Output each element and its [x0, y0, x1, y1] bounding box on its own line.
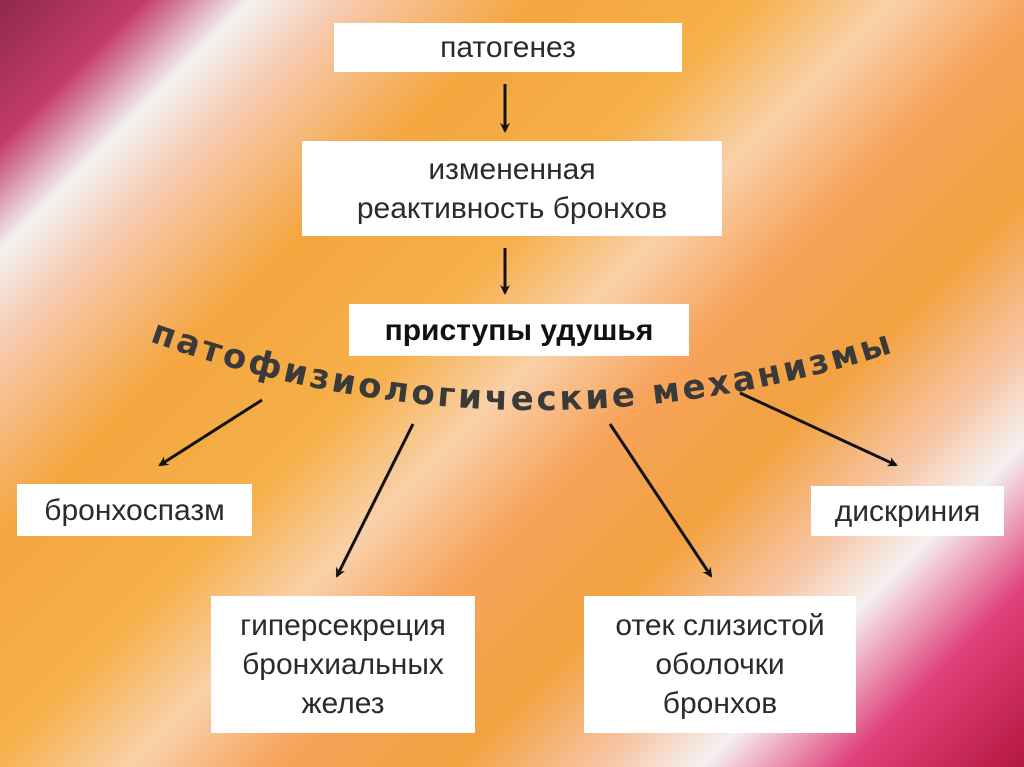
node-otek: отек слизистой оболочки бронхов	[584, 596, 856, 733]
node-patogenez-label: патогенез	[440, 31, 576, 64]
node-patogenez: патогенез	[334, 23, 682, 72]
node-diskriniya: дискриния	[811, 486, 1004, 536]
node-reaktivnost: измененная реактивность бронхов	[302, 141, 722, 236]
arrow-to-gipersekreciya	[335, 423, 415, 578]
node-reaktivnost-line-2: реактивность бронхов	[356, 191, 668, 225]
node-pristupy-label: приступы удушья	[384, 313, 654, 347]
arrow-to-diskriniya	[739, 391, 898, 467]
node-otek-line-1: отек слизистой	[615, 609, 825, 642]
node-bronhospazm-label: бронхоспазм	[44, 493, 225, 527]
node-otek-line-3: бронхов	[662, 687, 778, 720]
node-pristupy: приступы удушья	[349, 304, 689, 356]
node-gipersekreciya-line-2: бронхиальных	[242, 648, 444, 681]
node-diskriniya-label: дискриния	[834, 494, 981, 528]
node-reaktivnost-line-1: измененная	[428, 152, 596, 186]
node-bronhospazm: бронхоспазм	[17, 484, 252, 536]
node-gipersekreciya: гиперсекреция бронхиальных желез	[211, 596, 475, 733]
node-gipersekreciya-line-1: гиперсекреция	[240, 609, 446, 642]
arrow-to-otek	[608, 423, 713, 578]
arrow-to-bronhospazm	[158, 398, 263, 467]
node-gipersekreciya-line-3: желез	[301, 687, 385, 720]
node-otek-line-2: оболочки	[655, 648, 785, 681]
